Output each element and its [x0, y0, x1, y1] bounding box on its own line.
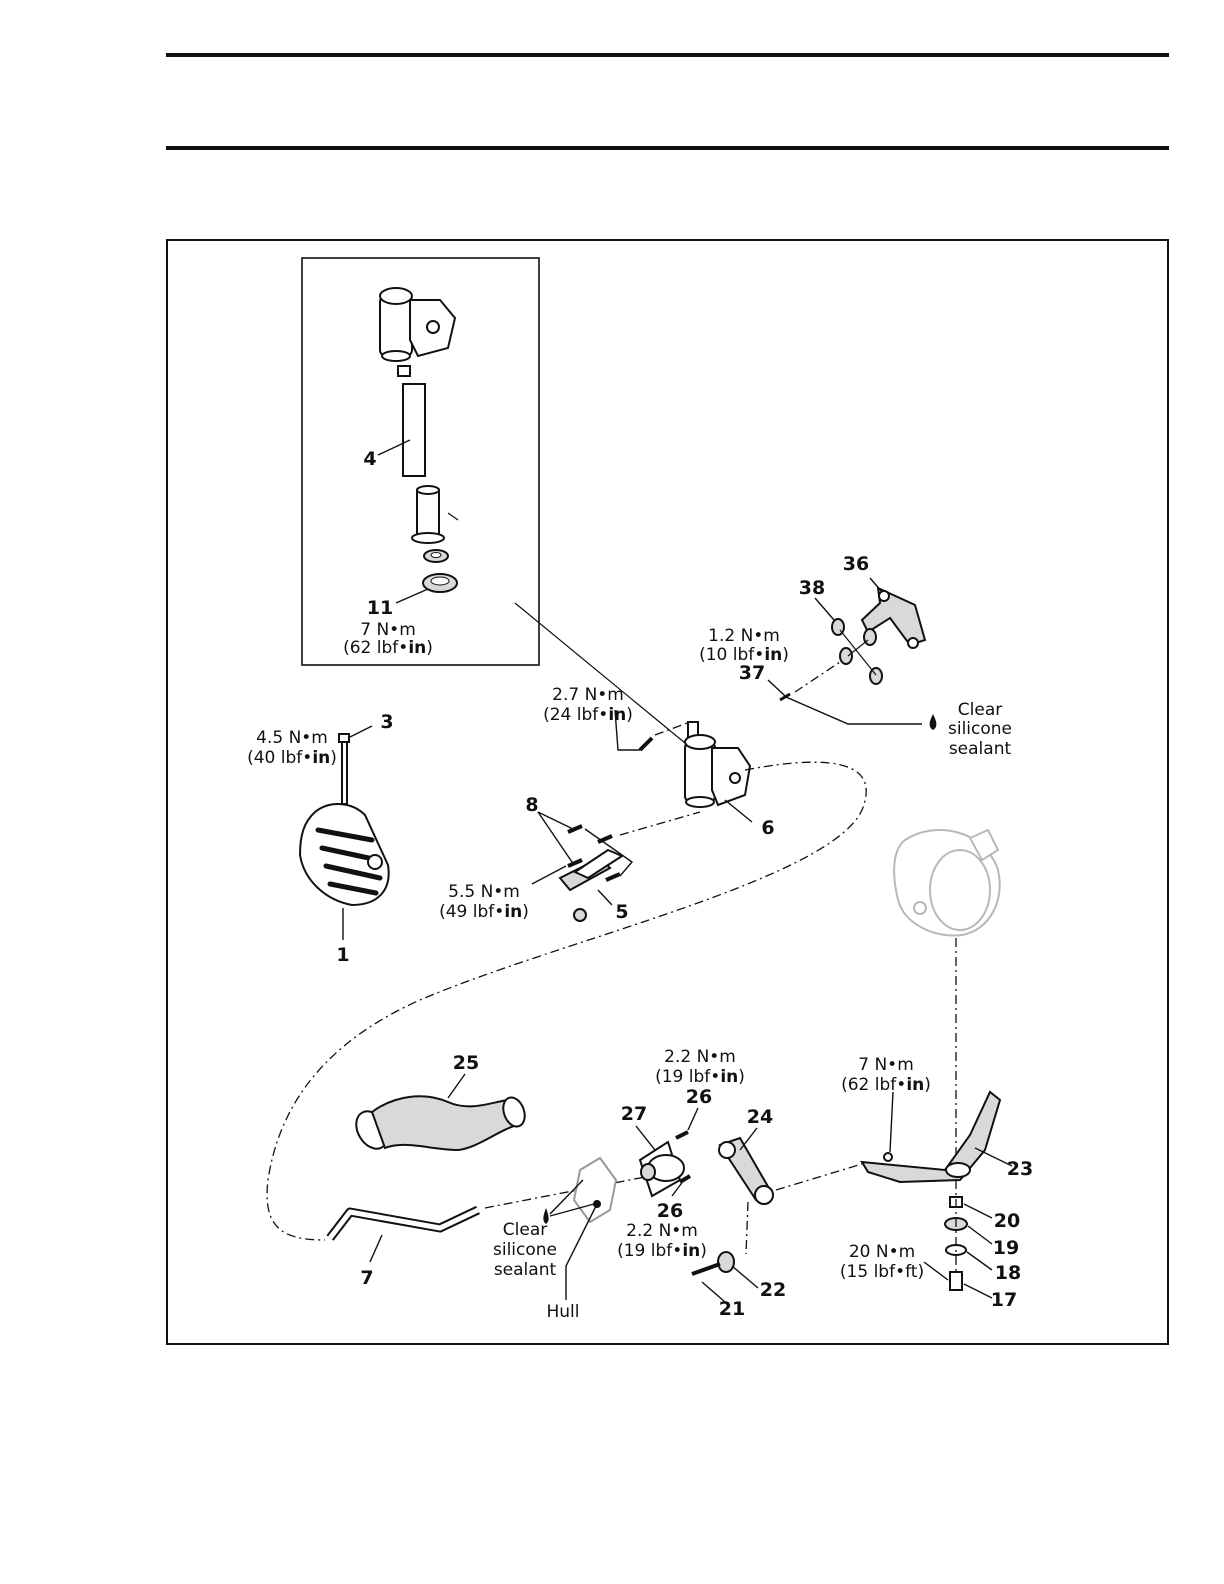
callout-3: 3 [380, 711, 393, 733]
callout-27: 27 [621, 1103, 647, 1125]
svg-text:2.2 N•m: 2.2 N•m [626, 1221, 698, 1241]
callout-26-bottom: 26 [657, 1200, 683, 1222]
torque-26-bottom: 2.2 N•m (19 lbf•in) [617, 1221, 707, 1261]
svg-text:(15 lbf•ft): (15 lbf•ft) [840, 1262, 924, 1282]
steering-pin [640, 738, 652, 750]
torque-11: 7 N•m (62 lbf•in) [343, 620, 433, 658]
part-26-screw-bottom [680, 1176, 690, 1182]
steering-tube [412, 486, 444, 543]
jet-pump-housing-ghost [894, 830, 1000, 935]
torque-37: 1.2 N•m (10 lbf•in) [699, 626, 789, 665]
torque-17: 20 N•m (15 lbf•ft) [840, 1242, 924, 1282]
callout-36: 36 [843, 553, 869, 575]
svg-text:Clear: Clear [503, 1220, 547, 1240]
svg-text:20 N•m: 20 N•m [849, 1242, 915, 1262]
part-5-clamp [560, 850, 622, 921]
sealant-note-top: Clear silicone sealant [948, 700, 1012, 759]
svg-text:1.2 N•m: 1.2 N•m [708, 626, 780, 646]
callout-25: 25 [453, 1052, 479, 1074]
svg-text:7 N•m: 7 N•m [858, 1055, 914, 1075]
part-4-shaft [403, 384, 425, 476]
callout-17: 17 [991, 1289, 1017, 1311]
torque-26-top: 2.2 N•m (19 lbf•in) [655, 1047, 745, 1087]
hull-gasket [574, 1158, 616, 1222]
callout-5: 5 [615, 901, 628, 923]
svg-text:(10 lbf•in): (10 lbf•in) [699, 645, 789, 665]
callout-38: 38 [799, 577, 825, 599]
part-23-lever [862, 1092, 1000, 1182]
small-bushing [398, 366, 410, 376]
callout-22: 22 [760, 1279, 786, 1301]
svg-text:sealant: sealant [494, 1260, 557, 1280]
svg-text:2.7 N•m: 2.7 N•m [552, 685, 624, 705]
callout-26-top: 26 [686, 1086, 712, 1108]
svg-text:4.5 N•m: 4.5 N•m [256, 728, 328, 748]
steering-column-housing-inset [380, 288, 455, 361]
torque-8: 5.5 N•m (49 lbf•in) [439, 882, 529, 922]
part-3-bolt [339, 734, 349, 804]
ring-washer [424, 550, 448, 562]
svg-text:(40 lbf•in): (40 lbf•in) [247, 748, 337, 768]
svg-text:(62 lbf•in): (62 lbf•in) [343, 638, 433, 658]
svg-text:(49 lbf•in): (49 lbf•in) [439, 902, 529, 922]
svg-text:silicone: silicone [493, 1240, 557, 1260]
callout-7: 7 [360, 1267, 373, 1289]
callout-1: 1 [336, 944, 349, 966]
svg-text:(19 lbf•in): (19 lbf•in) [655, 1067, 745, 1087]
torque-23: 7 N•m (62 lbf•in) [841, 1055, 931, 1095]
part-24-arm [719, 1138, 773, 1204]
sealant-note-bottom: Clear silicone sealant [493, 1220, 557, 1280]
part-22-washer [718, 1252, 734, 1272]
callout-19: 19 [993, 1237, 1019, 1259]
inset-connector-line [515, 603, 702, 757]
part-17-bolt [950, 1272, 962, 1290]
tube-pin [448, 513, 458, 520]
callout-18: 18 [995, 1262, 1021, 1284]
svg-text:(62 lbf•in): (62 lbf•in) [841, 1075, 931, 1095]
part-37-pin [780, 694, 790, 700]
svg-text:7 N•m: 7 N•m [360, 620, 416, 640]
callout-21: 21 [719, 1298, 745, 1320]
svg-text:Clear: Clear [958, 700, 1002, 720]
torque-pin: 2.7 N•m (24 lbf•in) [543, 685, 633, 725]
callout-37: 37 [739, 662, 765, 684]
callout-20: 20 [994, 1210, 1020, 1232]
part-25-boot [350, 1094, 529, 1154]
svg-text:(19 lbf•in): (19 lbf•in) [617, 1241, 707, 1261]
callout-23: 23 [1007, 1158, 1033, 1180]
callout-11: 11 [367, 597, 393, 619]
svg-text:sealant: sealant [949, 739, 1012, 759]
callout-6: 6 [761, 817, 774, 839]
callout-8: 8 [525, 794, 538, 816]
svg-text:silicone: silicone [948, 719, 1012, 739]
callout-4: 4 [363, 448, 376, 470]
sealant-drop-icon [930, 714, 937, 730]
svg-text:5.5 N•m: 5.5 N•m [448, 882, 520, 902]
torque-3: 4.5 N•m (40 lbf•in) [247, 728, 337, 768]
part-21-bolt [692, 1264, 720, 1274]
hull-label: Hull [546, 1302, 579, 1322]
svg-text:2.2 N•m: 2.2 N•m [664, 1047, 736, 1067]
callout-24: 24 [747, 1106, 773, 1128]
part-1-cover [300, 804, 389, 905]
part-6-housing [685, 722, 750, 807]
svg-text:(24 lbf•in): (24 lbf•in) [543, 705, 633, 725]
part-26-screw-top [676, 1132, 688, 1138]
